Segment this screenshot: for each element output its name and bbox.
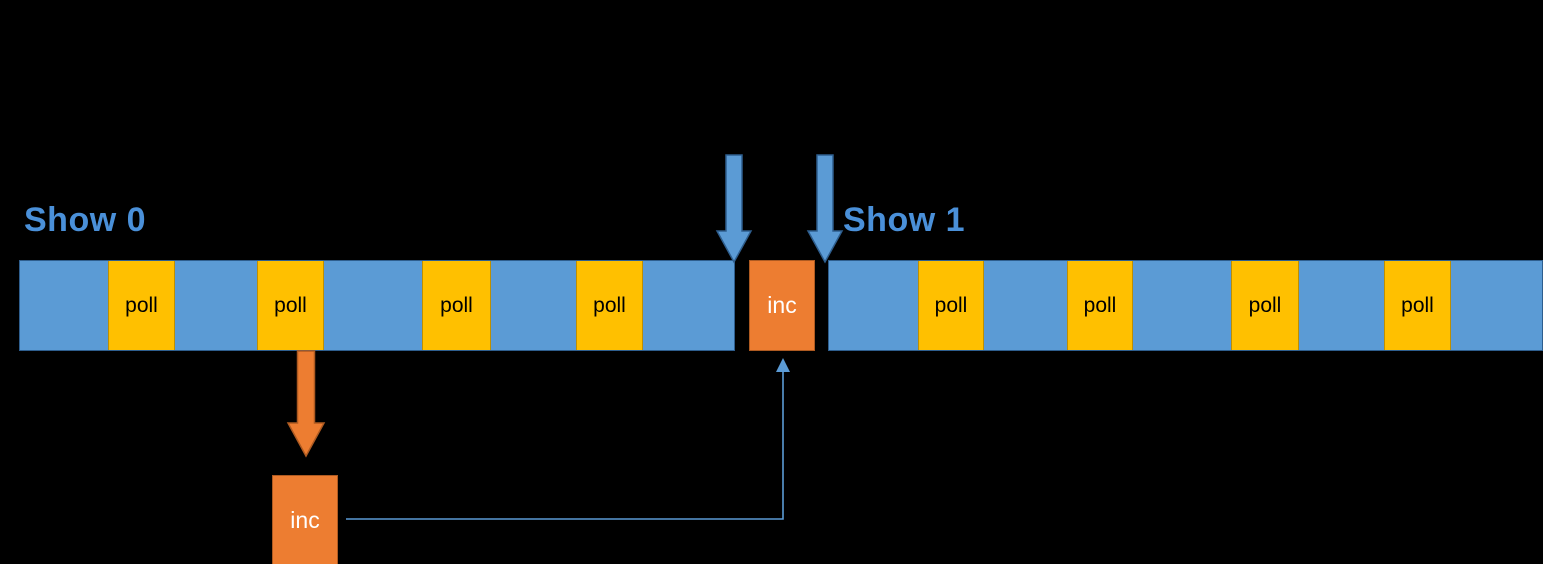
timeline-show-1: poll poll poll poll bbox=[828, 260, 1543, 351]
inc-block-label: inc bbox=[290, 507, 320, 533]
poll-slot-label: poll bbox=[934, 294, 968, 317]
show-1-label: Show 1 bbox=[843, 201, 966, 239]
poll-slot: poll bbox=[1067, 261, 1133, 350]
poll-slot-label: poll bbox=[593, 294, 626, 317]
timeline-show-0: poll poll poll poll bbox=[19, 260, 735, 351]
poll-slot-label: poll bbox=[274, 294, 307, 317]
poll-slot: poll bbox=[576, 261, 643, 350]
poll-slot: poll bbox=[918, 261, 984, 350]
inc-block-detached: inc bbox=[272, 475, 338, 564]
poll-slot: poll bbox=[257, 261, 324, 350]
inc-block-label: inc bbox=[767, 292, 797, 318]
inc-return-connector bbox=[346, 358, 790, 520]
poll-slot-label: poll bbox=[125, 294, 158, 317]
poll-slot-label: poll bbox=[1248, 294, 1282, 317]
poll-slot-label: poll bbox=[440, 294, 473, 317]
poll-slot: poll bbox=[422, 261, 491, 350]
inc-block-inline: inc bbox=[749, 260, 815, 351]
poll-slot-label: poll bbox=[1401, 294, 1434, 317]
down-arrow-icon-show1-start bbox=[806, 154, 844, 264]
poll-slot: poll bbox=[108, 261, 175, 350]
poll-slot-label: poll bbox=[1083, 294, 1117, 317]
down-arrow-icon-poll-to-inc bbox=[286, 350, 326, 458]
down-arrow-icon-show0-end bbox=[715, 154, 753, 264]
poll-slot: poll bbox=[1231, 261, 1299, 350]
show-0-label: Show 0 bbox=[24, 201, 147, 239]
poll-slot: poll bbox=[1384, 261, 1451, 350]
